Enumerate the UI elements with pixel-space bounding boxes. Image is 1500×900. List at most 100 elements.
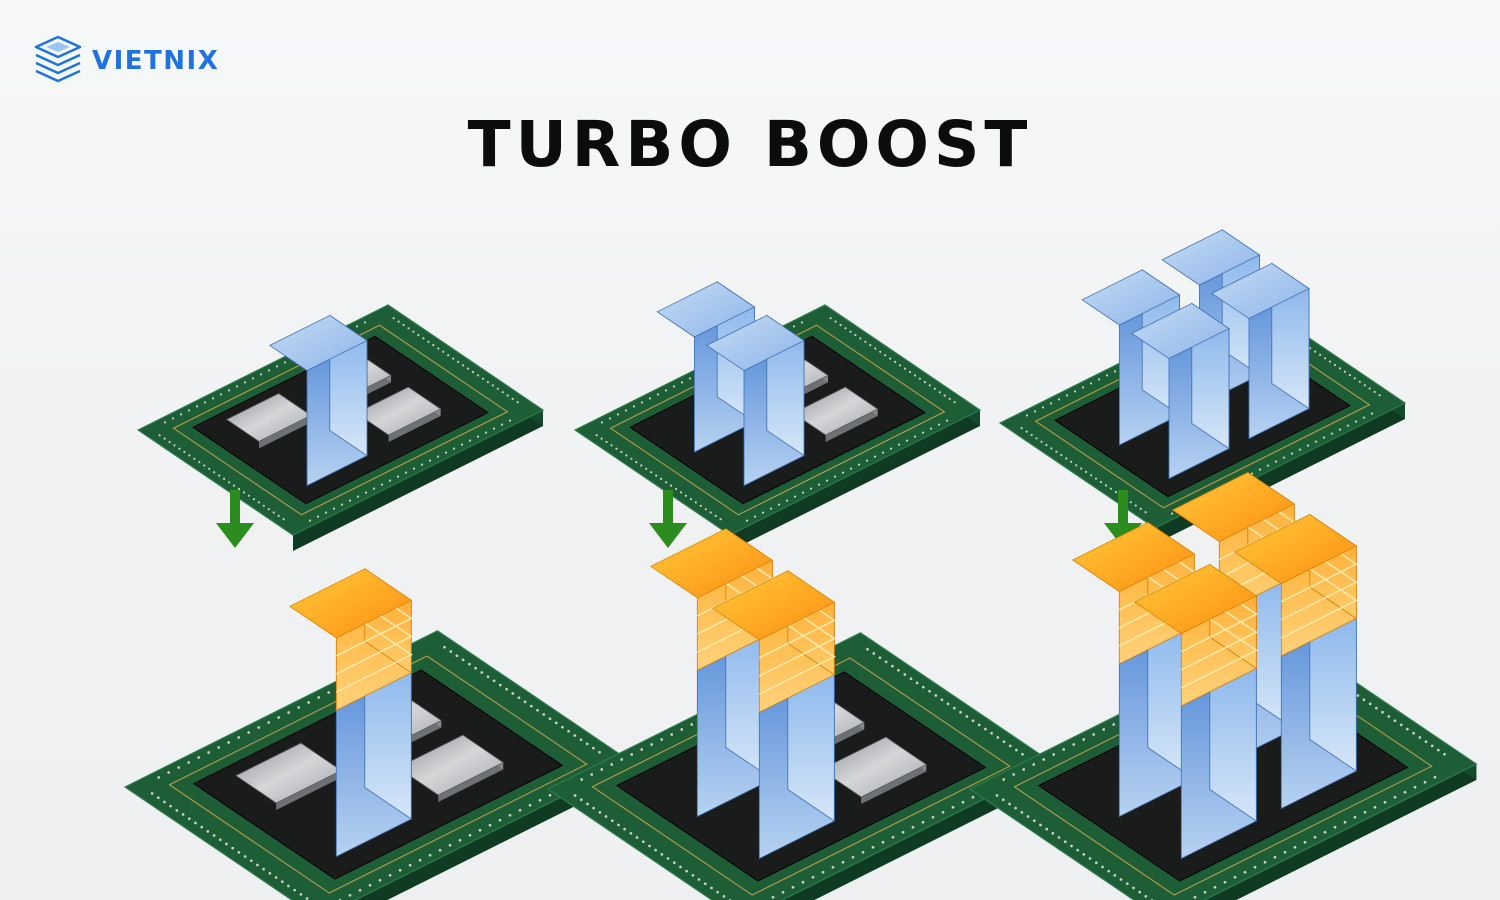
board-pin (1065, 394, 1069, 397)
board-pin (1253, 865, 1257, 869)
board-pin (243, 855, 247, 858)
board-pin (859, 337, 862, 340)
board-pin (1139, 507, 1142, 510)
board-pin (212, 834, 216, 837)
board-pin (899, 364, 902, 367)
board-pin (168, 440, 171, 444)
board-pin (1362, 416, 1366, 419)
board-pin (460, 443, 464, 446)
board-pin (542, 713, 546, 716)
board-pin (617, 823, 620, 827)
board-pin (1348, 374, 1351, 377)
board-pin (438, 848, 442, 852)
board-pin (1076, 848, 1080, 852)
board-pin (1362, 698, 1366, 702)
board-pin (1062, 748, 1066, 751)
board-pin (635, 461, 638, 464)
board-pin (368, 883, 372, 887)
board-pin (247, 494, 250, 497)
board-pin (528, 803, 532, 807)
board-pin (710, 886, 713, 890)
board-pin (1343, 370, 1346, 373)
board-pin (610, 763, 614, 766)
board-pin (1090, 474, 1093, 477)
board-pin (231, 846, 235, 850)
board-pin (392, 317, 395, 320)
board-pin (197, 756, 201, 759)
core-column-top (1211, 262, 1310, 320)
board-pin (1025, 430, 1028, 433)
board-pin (800, 321, 804, 324)
board-pin (332, 507, 336, 510)
board-pin (937, 423, 941, 426)
board-edge (730, 410, 980, 551)
board-pin (324, 511, 328, 514)
board-pin (941, 810, 945, 814)
boosted-cpu (123, 568, 633, 900)
board-pin (478, 828, 482, 832)
board-pin (849, 467, 853, 470)
board-pin (1113, 370, 1117, 373)
board-pin (811, 875, 815, 879)
board-pin (297, 706, 301, 709)
board-pin (1346, 424, 1350, 427)
board-pin (287, 711, 291, 714)
idle-core-edge (861, 764, 927, 804)
board-pin (909, 677, 913, 681)
board-pin (891, 664, 894, 668)
idle-core-edge (388, 409, 441, 442)
board-pin (452, 447, 456, 450)
board-pin (961, 800, 965, 804)
board-pin (1070, 460, 1073, 463)
board-pin (167, 771, 171, 774)
board-pin (508, 813, 512, 817)
board-pin (1193, 895, 1197, 899)
board-pin (188, 454, 191, 457)
board-pin (1223, 880, 1227, 884)
board-pin (1309, 347, 1312, 350)
board-pin (267, 721, 271, 724)
board-pin (841, 471, 845, 474)
boost-cap-top (650, 528, 774, 599)
board-pin (965, 715, 969, 718)
board-pin (1273, 855, 1277, 859)
board-pin (257, 501, 260, 504)
board-pin (719, 518, 722, 521)
board-pin (187, 817, 191, 821)
board-pin (437, 347, 440, 350)
board-pin (854, 333, 857, 337)
board-pin (177, 766, 181, 769)
board-pin (1119, 878, 1123, 881)
board-pin (1170, 512, 1174, 515)
board-pin (1258, 468, 1262, 471)
board-pin (173, 444, 176, 447)
board-pin (317, 696, 321, 699)
board-pin (648, 844, 651, 848)
board-pin (356, 495, 360, 498)
board-pin (447, 354, 450, 357)
board-pin (237, 487, 241, 491)
board-pin (163, 421, 167, 424)
board-pin (1282, 456, 1286, 459)
board-pin (844, 327, 847, 330)
board-pin (225, 842, 228, 846)
board-pin (1274, 460, 1278, 463)
board-pin (1356, 694, 1360, 697)
board-pin (1114, 491, 1117, 494)
board-pin (872, 652, 876, 655)
board-pin (198, 461, 201, 464)
board-pin (498, 683, 502, 687)
board-pin (878, 656, 882, 660)
board-pin (1263, 860, 1267, 864)
board-pin (851, 855, 855, 859)
board-pin (1040, 440, 1043, 443)
board-pin (869, 344, 872, 347)
board-pin (195, 405, 199, 408)
board-pin (934, 694, 938, 697)
board-pin (427, 340, 430, 343)
board-pin (833, 475, 837, 478)
board-pin (923, 381, 927, 384)
idle-core-edge (276, 770, 342, 810)
board-pin (217, 746, 221, 749)
board-pin (1039, 823, 1042, 827)
